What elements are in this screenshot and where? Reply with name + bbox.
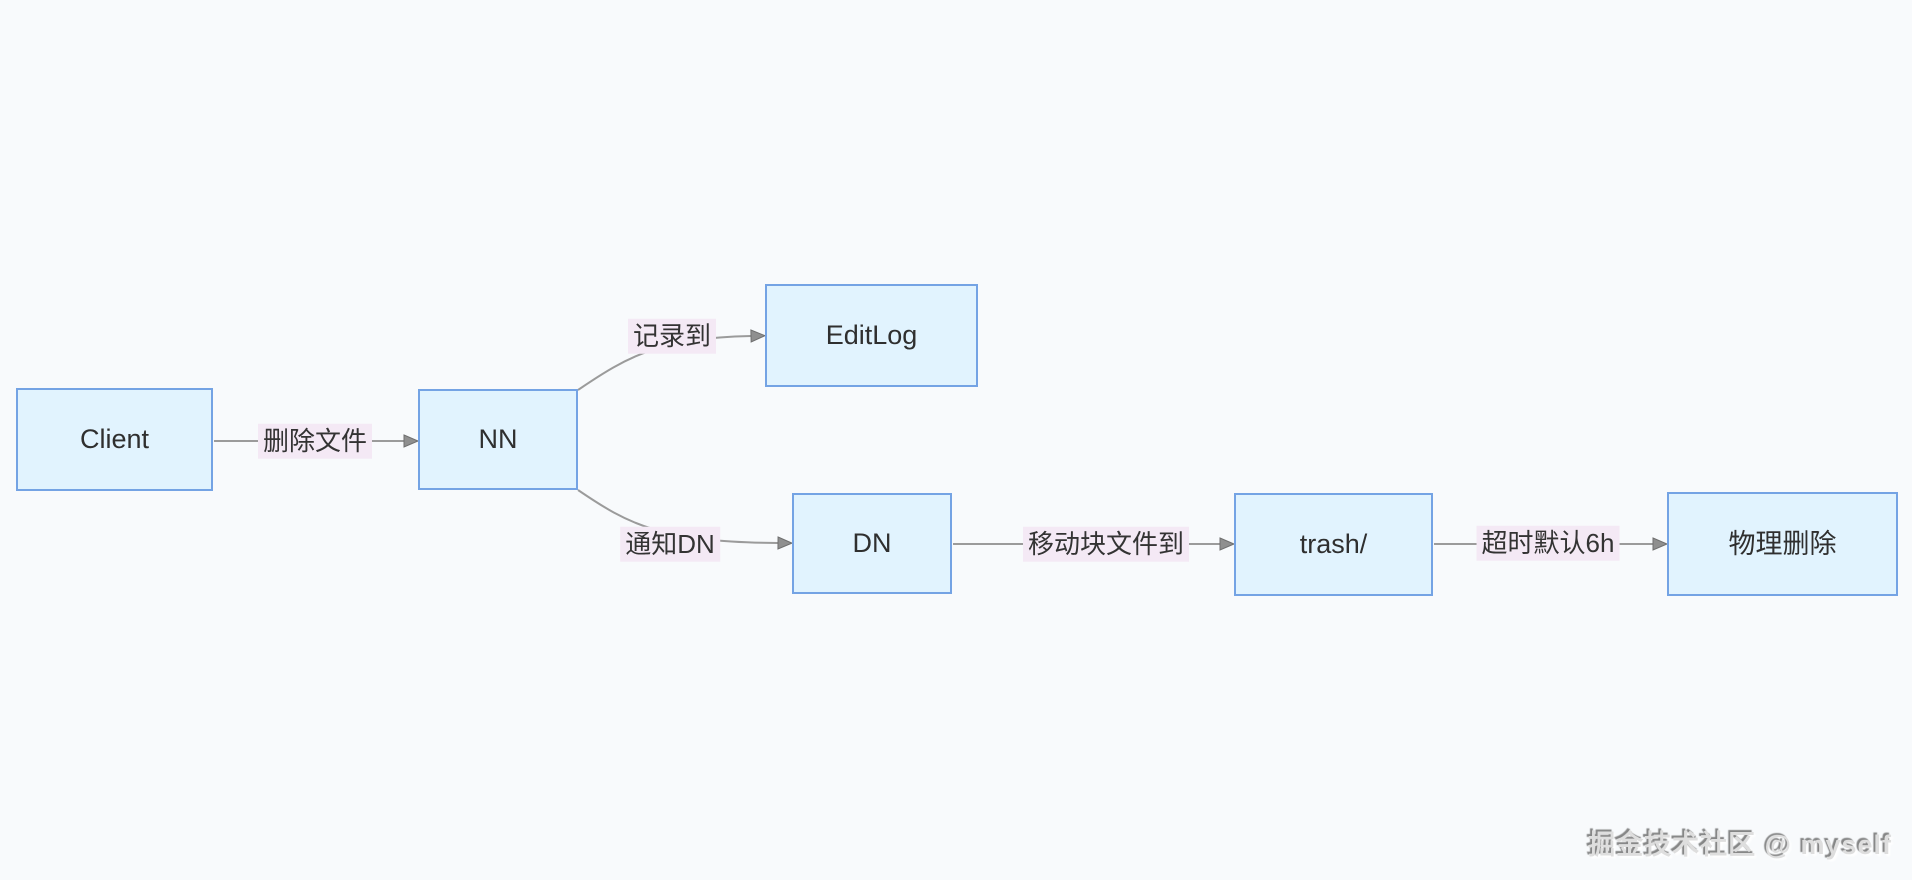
node-dn: DN: [792, 493, 952, 594]
node-physical-delete-label: 物理删除: [1728, 528, 1837, 559]
node-trash-label: trash/: [1299, 529, 1368, 560]
node-physical-delete: 物理删除: [1667, 492, 1898, 596]
edge-label-delete-file: 删除文件: [257, 423, 373, 459]
node-nn-label: NN: [478, 424, 518, 455]
node-editlog: EditLog: [765, 284, 978, 387]
node-dn-label: DN: [852, 528, 892, 559]
node-client: Client: [16, 388, 213, 491]
edge-label-move-blocks: 移动块文件到: [1022, 526, 1190, 562]
node-trash: trash/: [1234, 493, 1433, 596]
node-nn: NN: [418, 389, 578, 490]
edge-label-record-to: 记录到: [627, 318, 717, 354]
node-editlog-label: EditLog: [825, 320, 918, 351]
node-client-label: Client: [79, 424, 150, 455]
watermark: 掘金技术社区 @ myself: [1588, 830, 1892, 860]
edge-label-notify-dn: 通知DN: [620, 526, 720, 562]
edge-label-timeout-6h: 超时默认6h: [1476, 525, 1620, 561]
